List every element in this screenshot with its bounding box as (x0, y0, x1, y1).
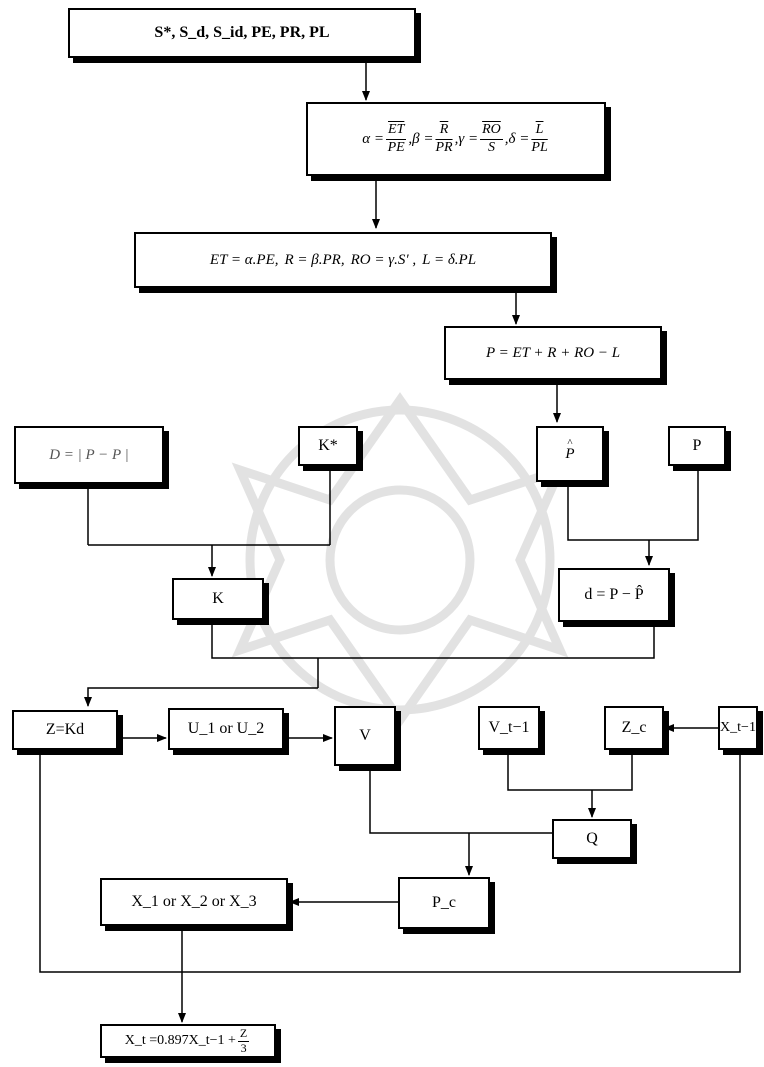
ro-mean: RO (480, 122, 503, 140)
l-estimate: L = δ.PL (422, 251, 477, 268)
alpha-label: α = (362, 130, 385, 147)
s-mean: S (487, 139, 495, 155)
pc-box: P_c (398, 877, 490, 929)
r-mean: R (437, 122, 451, 140)
p-hat-equation-box: P = ET + R + RO − L (444, 326, 662, 380)
p-hat-equation-text: P = ET + R + RO − L (485, 344, 621, 361)
watermark-logo (231, 392, 569, 728)
frac-num: Z (237, 1025, 250, 1042)
d-equation-text: d = P − P̂ (584, 586, 644, 603)
beta-label: β = (412, 130, 434, 147)
r-estimate: R = β.PR, (284, 251, 345, 268)
pc-text: P_c (432, 894, 456, 911)
et-mean: ET (386, 122, 407, 140)
q-box: Q (552, 819, 632, 859)
d-hat-box: D = | P − P | (14, 426, 164, 484)
delta-label: δ = (508, 130, 530, 147)
d-equation-box: d = P − P̂ (558, 568, 670, 622)
x-choice-text: X_1 or X_2 or X_3 (131, 893, 257, 910)
zc-box: Z_c (604, 706, 664, 750)
v-text: V (359, 727, 371, 744)
p-hat-box: P (536, 426, 604, 482)
frac-den: 3 (240, 1040, 247, 1055)
v-prev-box: V_t−1 (478, 706, 540, 750)
et-estimate: ET = α.PE, (209, 251, 279, 268)
x-prev-text: X_t−1 (720, 720, 756, 735)
p-hat-text: P (565, 437, 574, 463)
q-text: Q (586, 830, 598, 847)
z-equation-box: Z=Kd (12, 710, 118, 750)
pl-mean: PL (531, 139, 548, 155)
ro-estimate: RO = γ.S′ , (350, 251, 417, 268)
k-star-box: K* (298, 426, 358, 466)
zc-text: Z_c (621, 719, 647, 736)
p-text: P (692, 437, 702, 454)
v-prev-text: V_t−1 (488, 719, 530, 736)
pr-mean: PR (435, 139, 453, 155)
k-box: K (172, 578, 264, 620)
d-hat-text: D = | P − P | (49, 446, 129, 463)
estimates-box: ET = α.PE, R = β.PR, RO = γ.S′ , L = δ.P… (134, 232, 552, 288)
v-box: V (334, 706, 396, 766)
pe-mean: PE (387, 139, 405, 155)
u-box: U_1 or U_2 (168, 708, 284, 750)
x-final-lhs: X_t =0.897X_t−1 + (124, 1033, 236, 1048)
x-choice-box: X_1 or X_2 or X_3 (100, 878, 288, 926)
l-mean: L (533, 122, 546, 140)
inputs-text: S*, S_d, S_id, PE, PR, PL (154, 24, 330, 41)
k-star-text: K* (318, 437, 338, 454)
k-text: K (212, 590, 224, 607)
gamma-label: γ = (458, 130, 479, 147)
z-equation-text: Z=Kd (45, 721, 85, 738)
p-box: P (668, 426, 726, 466)
u-text: U_1 or U_2 (187, 720, 265, 737)
x-prev-box: X_t−1 (718, 706, 758, 750)
inputs-box: S*, S_d, S_id, PE, PR, PL (68, 8, 416, 58)
